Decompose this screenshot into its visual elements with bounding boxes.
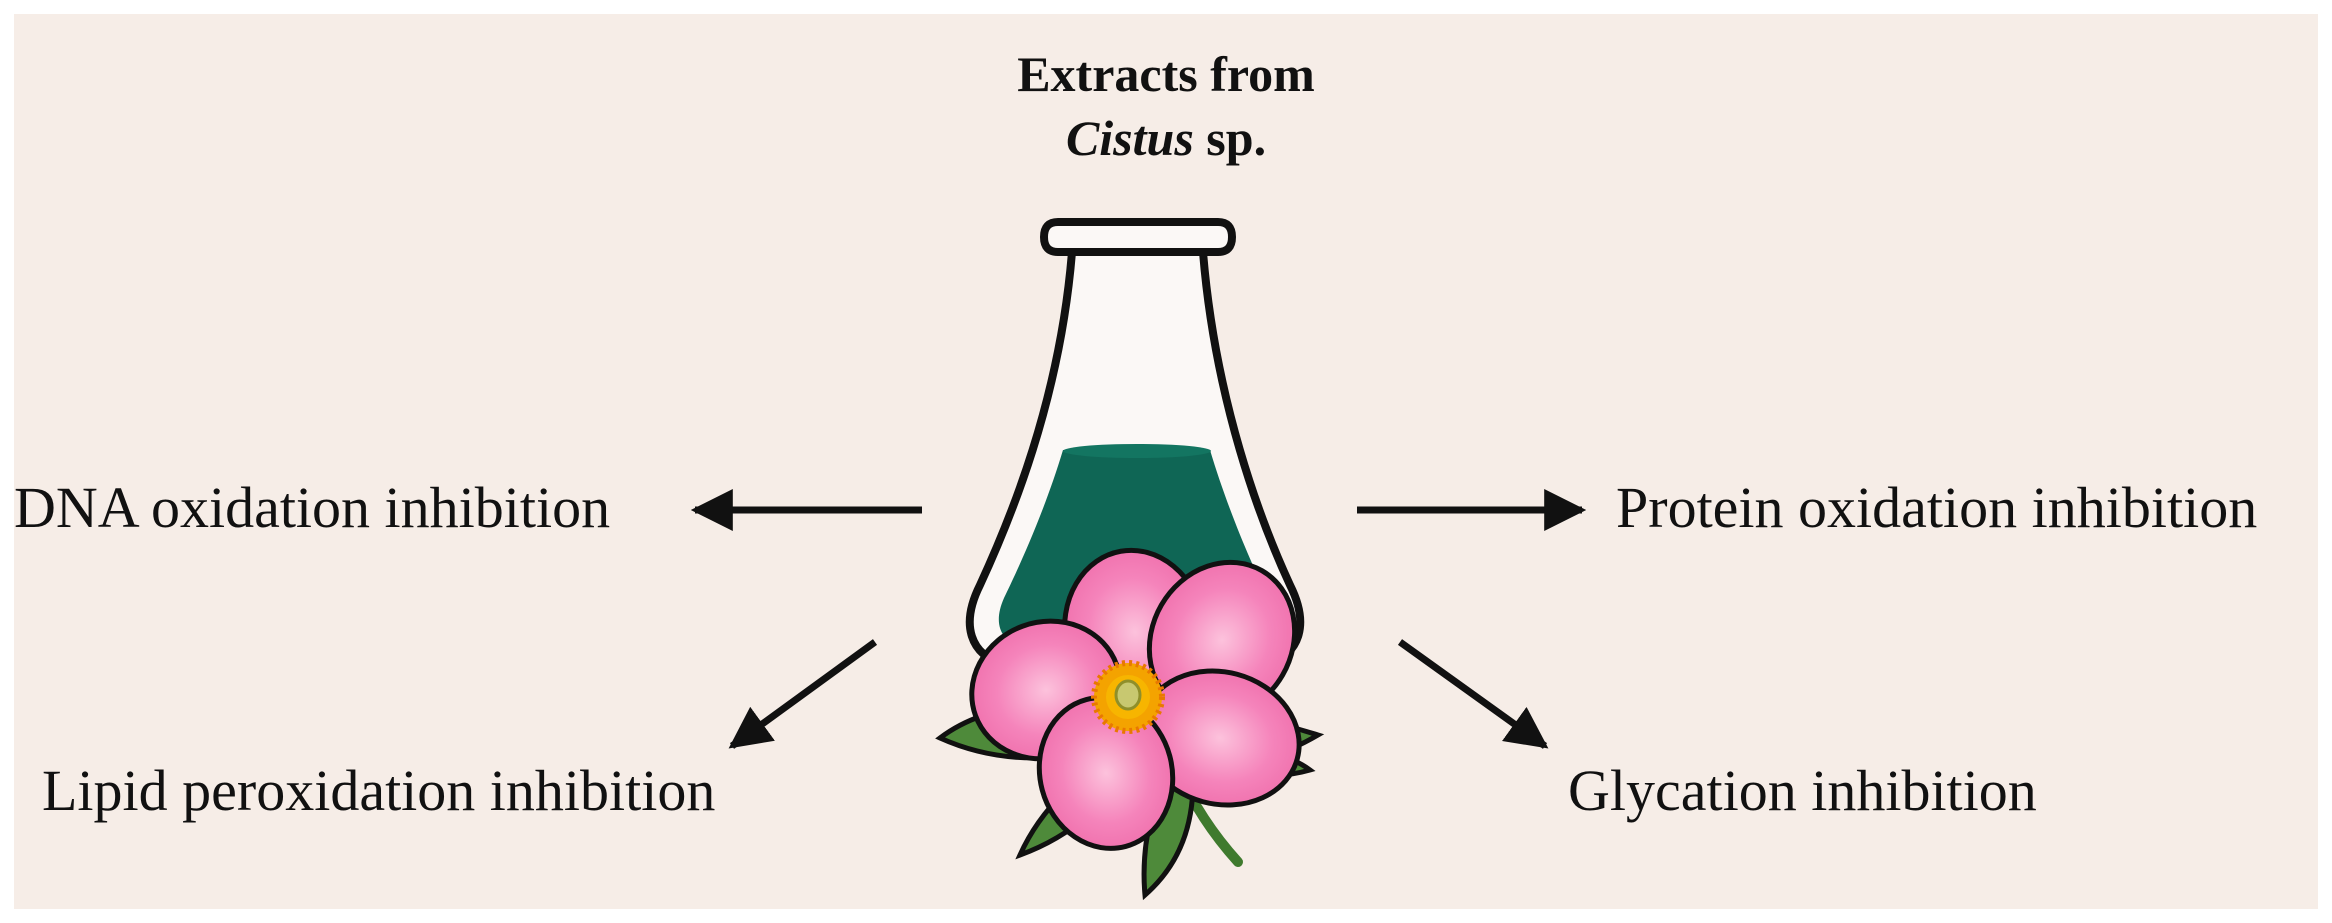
- arrow-to-lipid: [728, 639, 878, 749]
- arrow-to-glycation: [1397, 639, 1549, 749]
- label-glycation: Glycation inhibition: [1568, 758, 2037, 823]
- title-suffix: sp.: [1193, 110, 1267, 166]
- label-lipid-peroxidation: Lipid peroxidation inhibition: [42, 758, 716, 823]
- diagram-title: Extracts from Cistus sp.: [926, 42, 1406, 170]
- label-dna-oxidation: DNA oxidation inhibition: [14, 475, 611, 540]
- label-protein-oxidation: Protein oxidation inhibition: [1616, 475, 2258, 540]
- title-genus: Cistus: [1065, 110, 1194, 166]
- title-line-2: Cistus sp.: [926, 106, 1406, 170]
- flower-icon: [935, 547, 1325, 901]
- title-line-1: Extracts from: [1017, 46, 1315, 102]
